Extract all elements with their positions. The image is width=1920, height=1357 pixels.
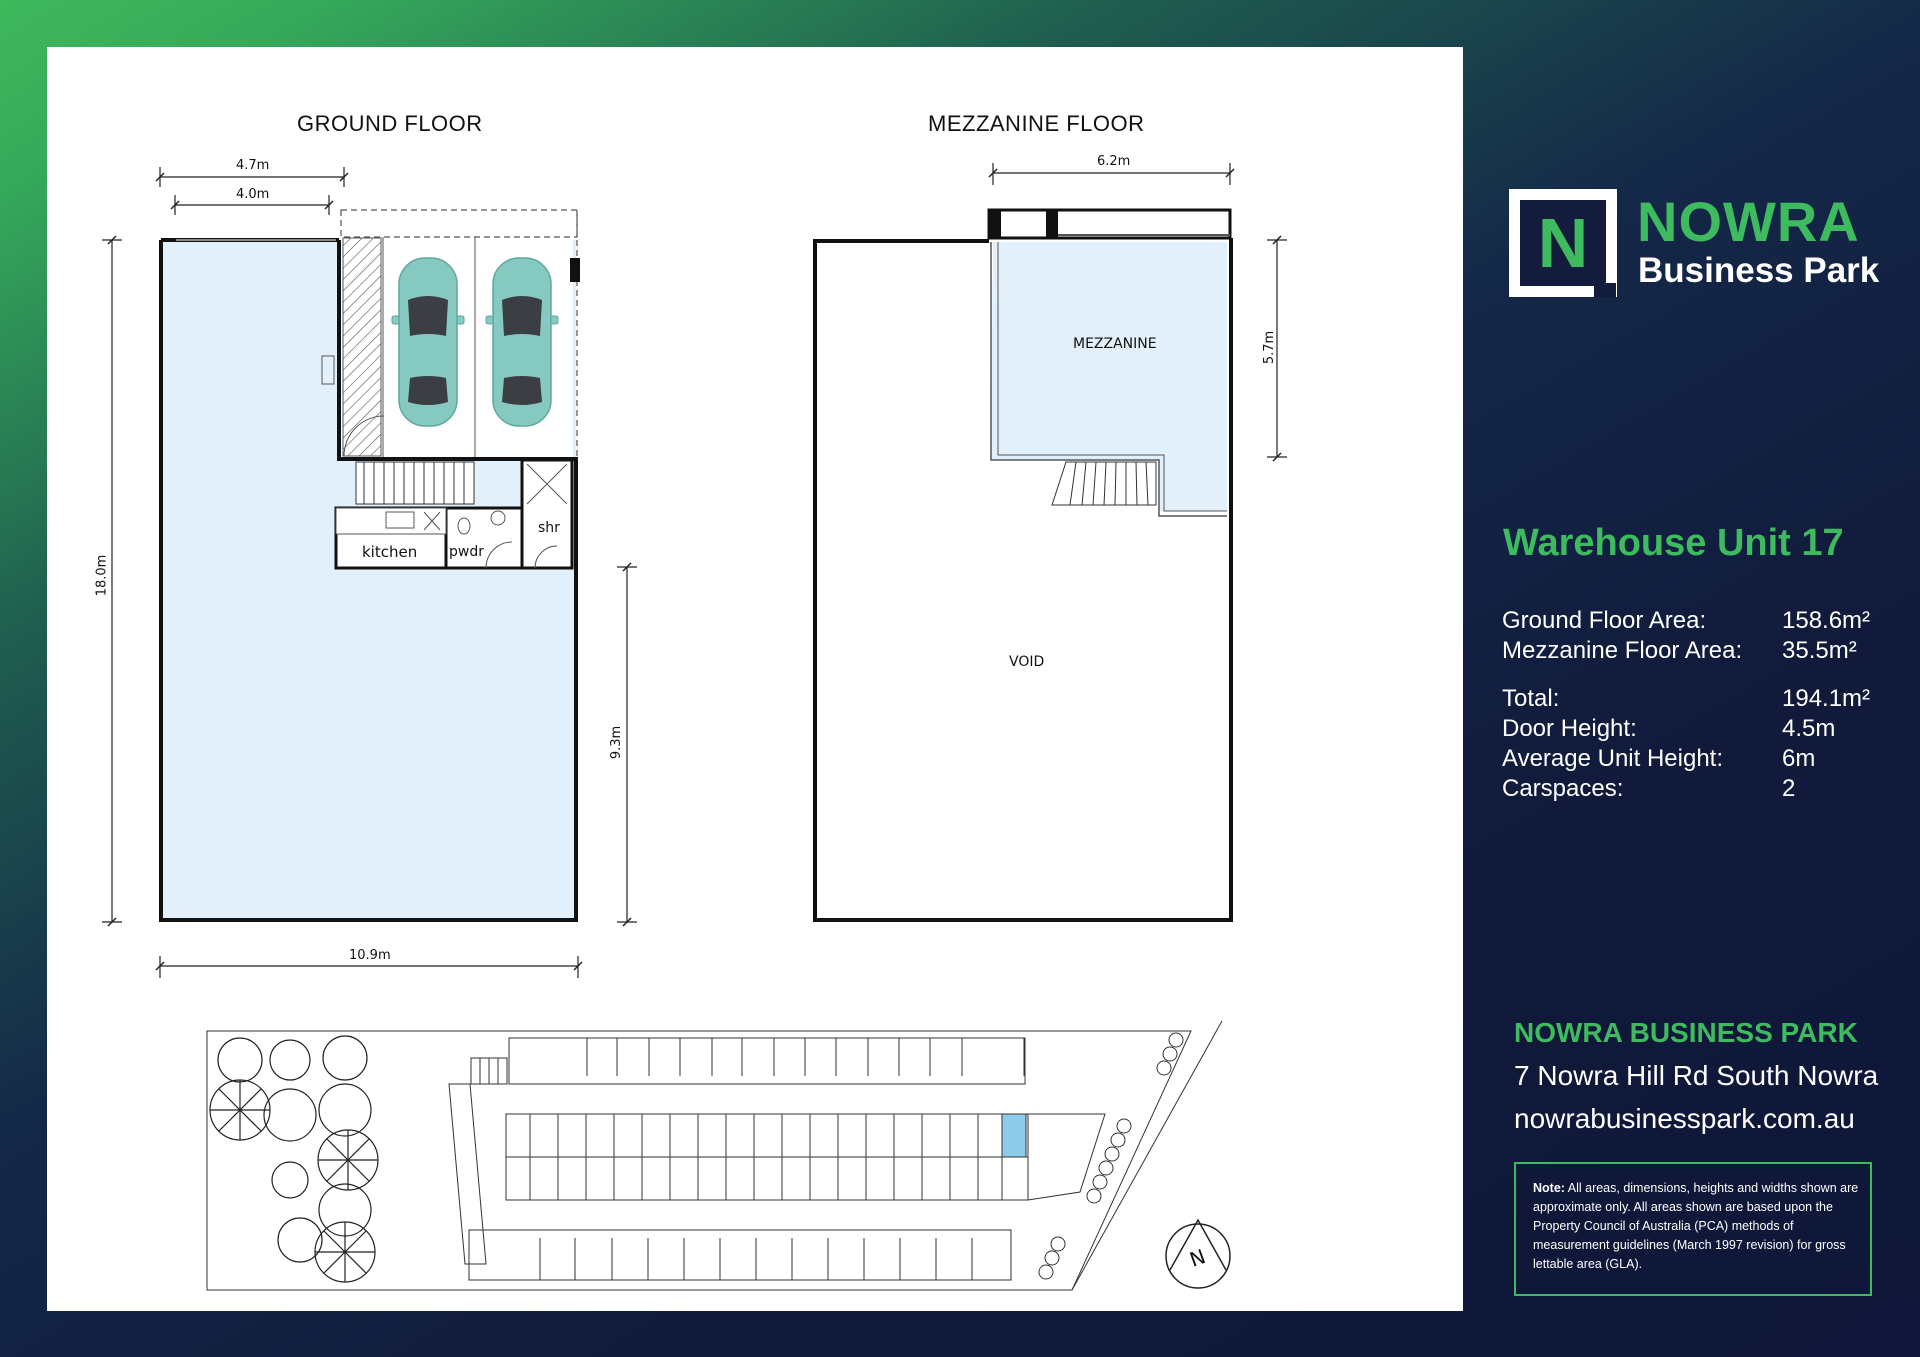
dim-mezz-width: 6.2m — [1097, 154, 1131, 169]
note-text: Note: All areas, dimensions, heights and… — [1533, 1179, 1863, 1274]
highlighted-unit-17 — [1001, 1113, 1027, 1158]
dim-ground-width-top: 4.7m — [236, 158, 270, 173]
spec-value-mezzanine-area: 35.5m² — [1782, 637, 1857, 664]
spec-value-carspaces: 2 — [1782, 775, 1796, 802]
dim-ground-partial: 9.3m — [609, 725, 625, 760]
room-label-powder: pwdr — [449, 544, 484, 560]
spec-label-ground-area: Ground Floor Area: — [1502, 607, 1707, 634]
room-label-void: VOID — [1009, 654, 1045, 670]
spec-label-unit-height: Average Unit Height: — [1502, 745, 1724, 772]
note-label: Note: — [1533, 1181, 1565, 1195]
dim-ground-width-total: 10.9m — [349, 948, 391, 963]
logo-background — [1520, 200, 1606, 286]
site-plan — [206, 1020, 1223, 1291]
room-label-mezzanine: MEZZANINE — [1073, 336, 1157, 352]
spec-value-ground-area: 158.6m² — [1782, 607, 1871, 634]
spec-label-mezzanine-area: Mezzanine Floor Area: — [1502, 637, 1743, 664]
spec-value-unit-height: 6m — [1782, 745, 1816, 772]
brand-name: NOWRA — [1637, 190, 1860, 253]
note-box — [1514, 1162, 1872, 1296]
logo-n-icon: N — [1537, 204, 1589, 282]
spec-label-door-height: Door Height: — [1502, 715, 1637, 742]
park-website-link[interactable]: nowrabusinesspark.com.au — [1514, 1103, 1855, 1134]
spec-value-door-height: 4.5m — [1782, 715, 1836, 742]
room-label-kitchen: kitchen — [362, 543, 418, 561]
ground-floor-plan — [102, 167, 637, 978]
ground-floor-title: GROUND FLOOR — [297, 111, 483, 136]
logo-corner-notch — [1594, 283, 1616, 297]
park-address: 7 Nowra Hill Rd South Nowra — [1514, 1060, 1879, 1091]
note-body: All areas, dimensions, heights and width… — [1533, 1181, 1859, 1271]
mezzanine-floor-title: MEZZANINE FLOOR — [928, 111, 1145, 136]
room-label-shower: shr — [538, 520, 560, 536]
dim-ground-width-inner: 4.0m — [236, 187, 270, 202]
spec-label-total: Total: — [1502, 685, 1560, 712]
brand-subtitle: Business Park — [1638, 251, 1880, 290]
spec-value-total: 194.1m² — [1782, 685, 1871, 712]
dim-mezz-depth: 5.7m — [1262, 330, 1278, 365]
dim-ground-length: 18.0m — [94, 554, 110, 597]
park-name: NOWRA BUSINESS PARK — [1514, 1017, 1858, 1048]
spec-label-carspaces: Carspaces: — [1502, 775, 1624, 802]
mezzanine-floor-plan — [813, 163, 1287, 922]
unit-title: Warehouse Unit 17 — [1503, 522, 1844, 564]
north-arrow — [1165, 1218, 1231, 1289]
